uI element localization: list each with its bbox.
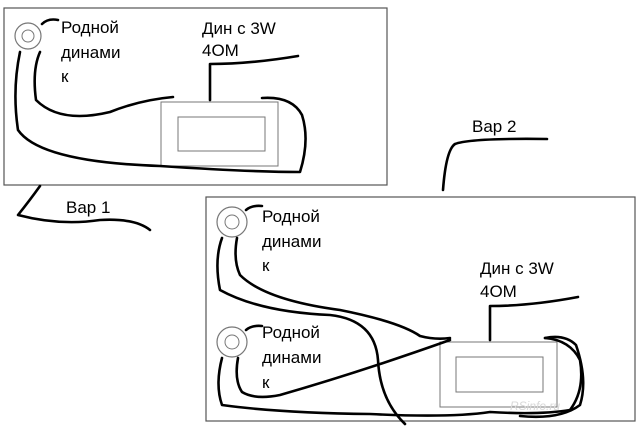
variant-1-callout: Вар 1	[16, 184, 152, 232]
wire-speaker-loop	[14, 50, 307, 174]
variant-2-pointer	[441, 137, 549, 192]
speaker-2-label-line-1: Родной	[262, 323, 320, 342]
speaker-2-label-line-2: динами	[262, 348, 321, 367]
native-speaker-1-icon	[216, 206, 248, 238]
device-2-label-line-2: 4ОМ	[480, 282, 517, 301]
variant-2-label: Вар 2	[472, 117, 516, 136]
wire-2-speaker2-top	[244, 324, 264, 332]
speaker-label-line-3: к	[61, 67, 69, 86]
speaker-label-line-2: динами	[61, 43, 120, 62]
wire-speaker-to-device-left	[33, 18, 175, 118]
variant-2-panel: Родной динами к Родной динами к Дин с 3W…	[205, 196, 636, 426]
amplifier-device-2-icon	[439, 341, 558, 408]
wire-2-power-lead	[488, 295, 580, 342]
native-speaker-icon	[14, 22, 42, 50]
speaker-1-label-line-3: к	[262, 256, 270, 275]
amplifier-device-icon	[160, 101, 279, 167]
wire-2-speaker1-top	[244, 204, 264, 212]
wire-2-right-loop	[518, 335, 585, 419]
speaker-1-label-line-1: Родной	[262, 207, 320, 226]
device-label-line-2: 4ОМ	[202, 41, 239, 60]
device-label-line-1: Дин с 3W	[202, 19, 276, 38]
speaker-1-label-line-2: динами	[262, 232, 321, 251]
wire-2-speaker1-to-device	[234, 236, 452, 340]
variant-1-pointer	[16, 184, 152, 232]
watermark: RSinfo.ru	[510, 399, 560, 413]
speaker-label-line-1: Родной	[61, 18, 119, 37]
wire-power-lead	[208, 54, 300, 102]
wire-2-speaker1-loop	[216, 236, 407, 426]
speaker-2-label-line-3: к	[262, 373, 270, 392]
variant-2-callout: Вар 2	[441, 117, 549, 192]
device-2-label-line-1: Дин с 3W	[480, 259, 554, 278]
variant-1-label: Вар 1	[66, 198, 110, 217]
native-speaker-2-icon	[216, 326, 248, 358]
wire-2-speaker2-to-device	[235, 338, 452, 399]
variant-1-panel: Родной динами к Дин с 3W 4ОМ	[3, 7, 388, 186]
